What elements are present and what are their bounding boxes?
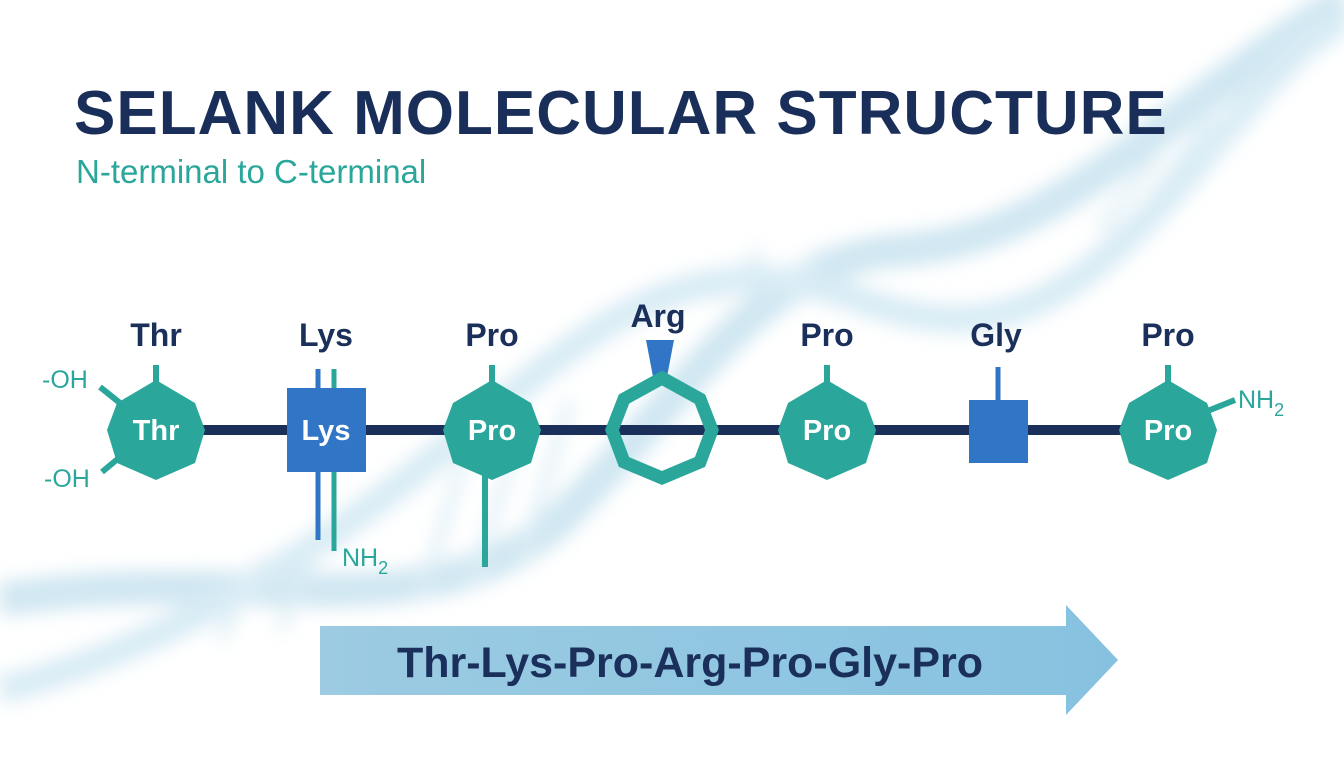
residue-label: Arg (630, 298, 685, 334)
residue-inner-label: Lys (302, 415, 351, 447)
amine-group: NH2 (1238, 386, 1284, 420)
residue-thr: Thr Thr -OH -OH (42, 317, 205, 493)
residue-pro-1: Pro Pro (443, 317, 541, 567)
dna-helix-background (0, 0, 1344, 704)
residue-arg: Arg (605, 298, 719, 486)
residue-lys: Lys Lys NH2 (287, 317, 388, 578)
residue-label: Lys (299, 317, 353, 353)
hydroxyl-group: -OH (44, 465, 90, 493)
page-title: SELANK MOLECULAR STRUCTURE (74, 79, 1168, 148)
residue-pro-3: Pro Pro NH2 (1119, 317, 1284, 480)
sequence-text: Thr-Lys-Pro-Arg-Pro-Gly-Pro (397, 639, 983, 687)
residue-inner-label: Thr (133, 415, 180, 447)
residue-inner-label: Pro (1144, 415, 1192, 447)
sequence-arrow: Thr-Lys-Pro-Arg-Pro-Gly-Pro (320, 605, 1118, 715)
residue-gly: Gly (969, 317, 1028, 463)
amine-group: NH2 (342, 544, 388, 578)
residue-inner-label: Pro (803, 415, 851, 447)
residue-inner-label: Pro (468, 415, 516, 447)
residue-label: Pro (1141, 317, 1194, 353)
residue-label: Thr (130, 317, 182, 353)
residue-pro-2: Pro Pro (778, 317, 876, 480)
page-subtitle: N-terminal to C-terminal (76, 153, 427, 190)
residue-label: Gly (970, 317, 1022, 353)
hydroxyl-group: -OH (42, 366, 88, 394)
residue-label: Pro (465, 317, 518, 353)
residue-label: Pro (800, 317, 853, 353)
